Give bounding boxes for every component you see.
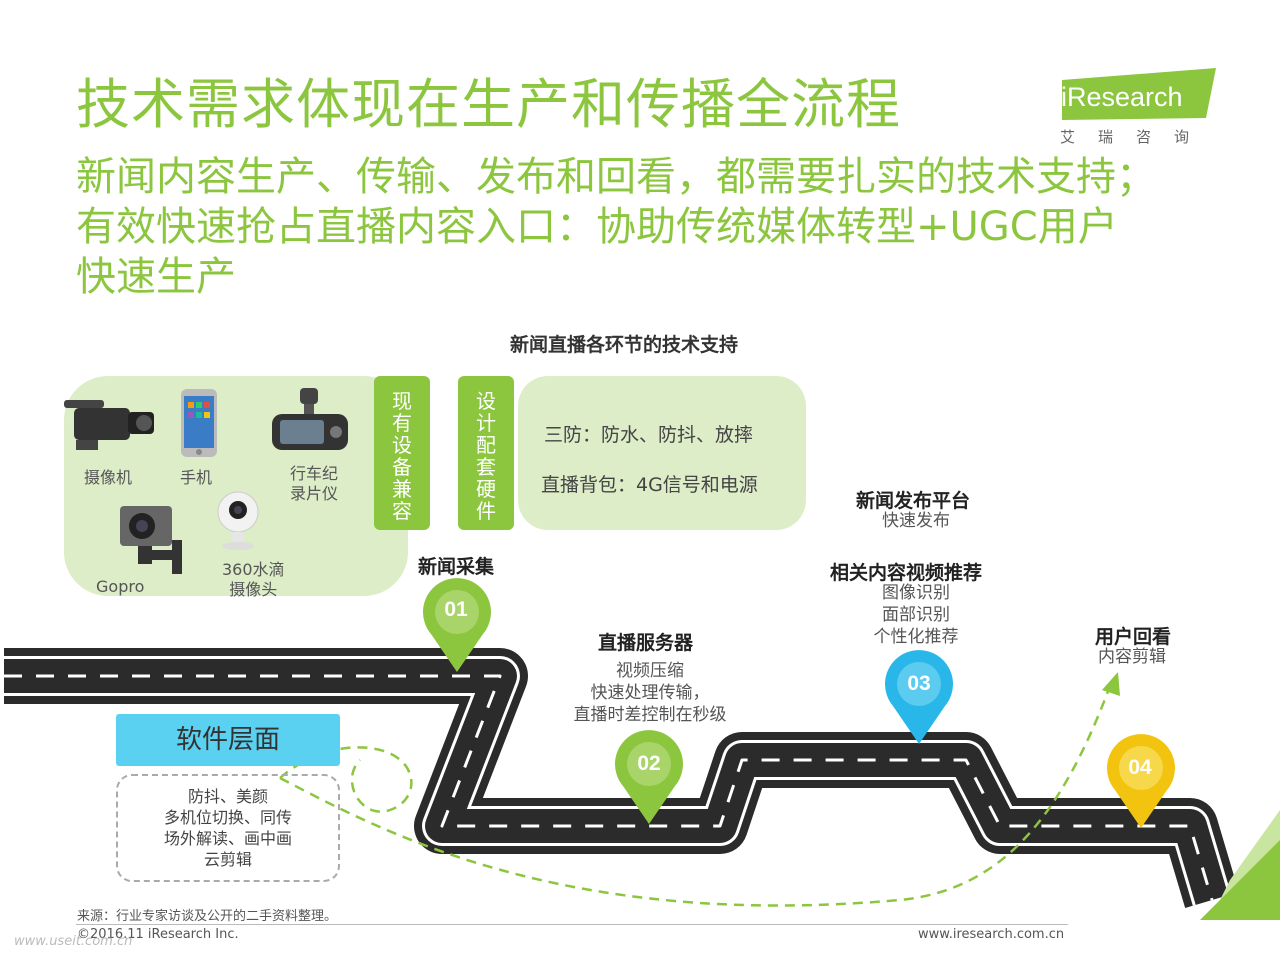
- step-desc-line: 面部识别: [882, 605, 950, 625]
- subtitle-line: 有效快速抢占直播内容入口：协助传统媒体转型+UGC用户: [76, 204, 1118, 250]
- hardware-bar: 设计配套硬件: [458, 376, 514, 530]
- pin-03-icon: [885, 650, 953, 744]
- source-note: 来源：行业专家访谈及公开的二手资料整理。: [77, 909, 338, 924]
- step-desc: 视频压缩 快速处理传输， 直播时差控制在秒级: [560, 660, 740, 726]
- platform-desc: 快速发布: [882, 511, 950, 531]
- compat-bar: 现有设备兼容: [374, 376, 430, 530]
- iresearch-logo: [1062, 68, 1216, 120]
- device-label: 手机: [180, 468, 213, 487]
- step-title: 直播服务器: [598, 632, 694, 654]
- dashcam-icon: [272, 388, 348, 450]
- page-title: 技术需求体现在生产和传播全流程: [76, 73, 901, 136]
- logo-cn: 艾瑞咨询: [1060, 128, 1213, 146]
- software-item: 多机位切换、同传: [163, 808, 292, 827]
- smartphone-icon: [181, 389, 217, 457]
- step-title: 用户回看: [1095, 626, 1172, 648]
- software-item: 场外解读、画中画: [163, 829, 292, 848]
- pin-number: 01: [444, 598, 468, 621]
- pin-04-icon: [1107, 734, 1175, 828]
- device-label-line: 录片仪: [290, 484, 339, 503]
- step-desc-line: 个性化推荐: [873, 627, 959, 647]
- pin-number: 04: [1128, 756, 1152, 779]
- hardware-bar-text: 设计配套硬件: [476, 389, 496, 523]
- pin-01-icon: [423, 578, 491, 672]
- road-diagram: [4, 648, 1280, 920]
- diagram-title: 新闻直播各环节的技术支持: [510, 334, 739, 356]
- step-title: 相关内容视频推荐: [830, 562, 983, 584]
- copyright: ©2016.11 iResearch Inc.: [77, 927, 239, 942]
- dashed-loop: [279, 746, 413, 813]
- software-item: 云剪辑: [203, 850, 252, 869]
- step-desc-line: 直播时差控制在秒级: [573, 705, 727, 725]
- step-desc-line: 视频压缩: [616, 661, 684, 681]
- step-title: 新闻采集: [418, 556, 495, 578]
- device-label-line: 行车纪: [290, 464, 339, 483]
- pin-number: 03: [907, 672, 931, 695]
- device-label-line: 360水滴: [222, 560, 285, 579]
- hardware-item: 直播背包：4G信号和电源: [541, 474, 758, 496]
- step-desc-line: 快速处理传输，: [590, 683, 710, 703]
- device-label: Gopro: [96, 577, 145, 596]
- pin-02-icon: [615, 730, 683, 824]
- action-camera-icon: [120, 506, 182, 574]
- page-subtitle: 新闻内容生产、传输、发布和回看，都需要扎实的技术支持； 有效快速抢占直播内容入口…: [76, 152, 1226, 302]
- software-list: 防抖、美颜 多机位切换、同传 场外解读、画中画 云剪辑: [116, 774, 340, 882]
- device-label: 摄像机: [84, 468, 133, 487]
- page-corner-triangle: [1200, 840, 1280, 920]
- road-center-line: [4, 674, 1214, 901]
- software-item: 防抖、美颜: [187, 787, 268, 806]
- step-desc: 图像识别 面部识别 个性化推荐: [856, 582, 976, 648]
- logo-brand: iResearch: [1061, 82, 1183, 112]
- software-label: 软件层面: [116, 714, 340, 766]
- platform-title: 新闻发布平台: [856, 490, 971, 512]
- hardware-item: 三防：防水、防抖、放摔: [544, 424, 754, 446]
- website-link[interactable]: www.iresearch.com.cn: [918, 927, 1065, 942]
- watermark: www.useit.com.cn: [14, 934, 133, 949]
- pin-number: 02: [637, 752, 661, 775]
- webcam-icon: [217, 491, 259, 550]
- device-label-line: 摄像头: [229, 580, 278, 599]
- hardware-panel: [518, 376, 806, 530]
- video-camera-icon: [64, 400, 154, 450]
- step-desc-line: 图像识别: [882, 583, 950, 603]
- dashed-arrow-path: [279, 685, 1112, 907]
- subtitle-line: 新闻内容生产、传输、发布和回看，都需要扎实的技术支持；: [76, 154, 1156, 200]
- footer-divider: [76, 924, 1068, 925]
- step-desc: 内容剪辑: [1098, 647, 1166, 667]
- subtitle-line: 快速生产: [76, 254, 236, 300]
- arrow-head: [1102, 672, 1120, 696]
- device-label: 360水滴 摄像头: [222, 560, 285, 600]
- compat-bar-text: 现有设备兼容: [392, 389, 412, 523]
- device-label: 行车纪 录片仪: [290, 464, 338, 504]
- page-number: 28: [1232, 920, 1256, 943]
